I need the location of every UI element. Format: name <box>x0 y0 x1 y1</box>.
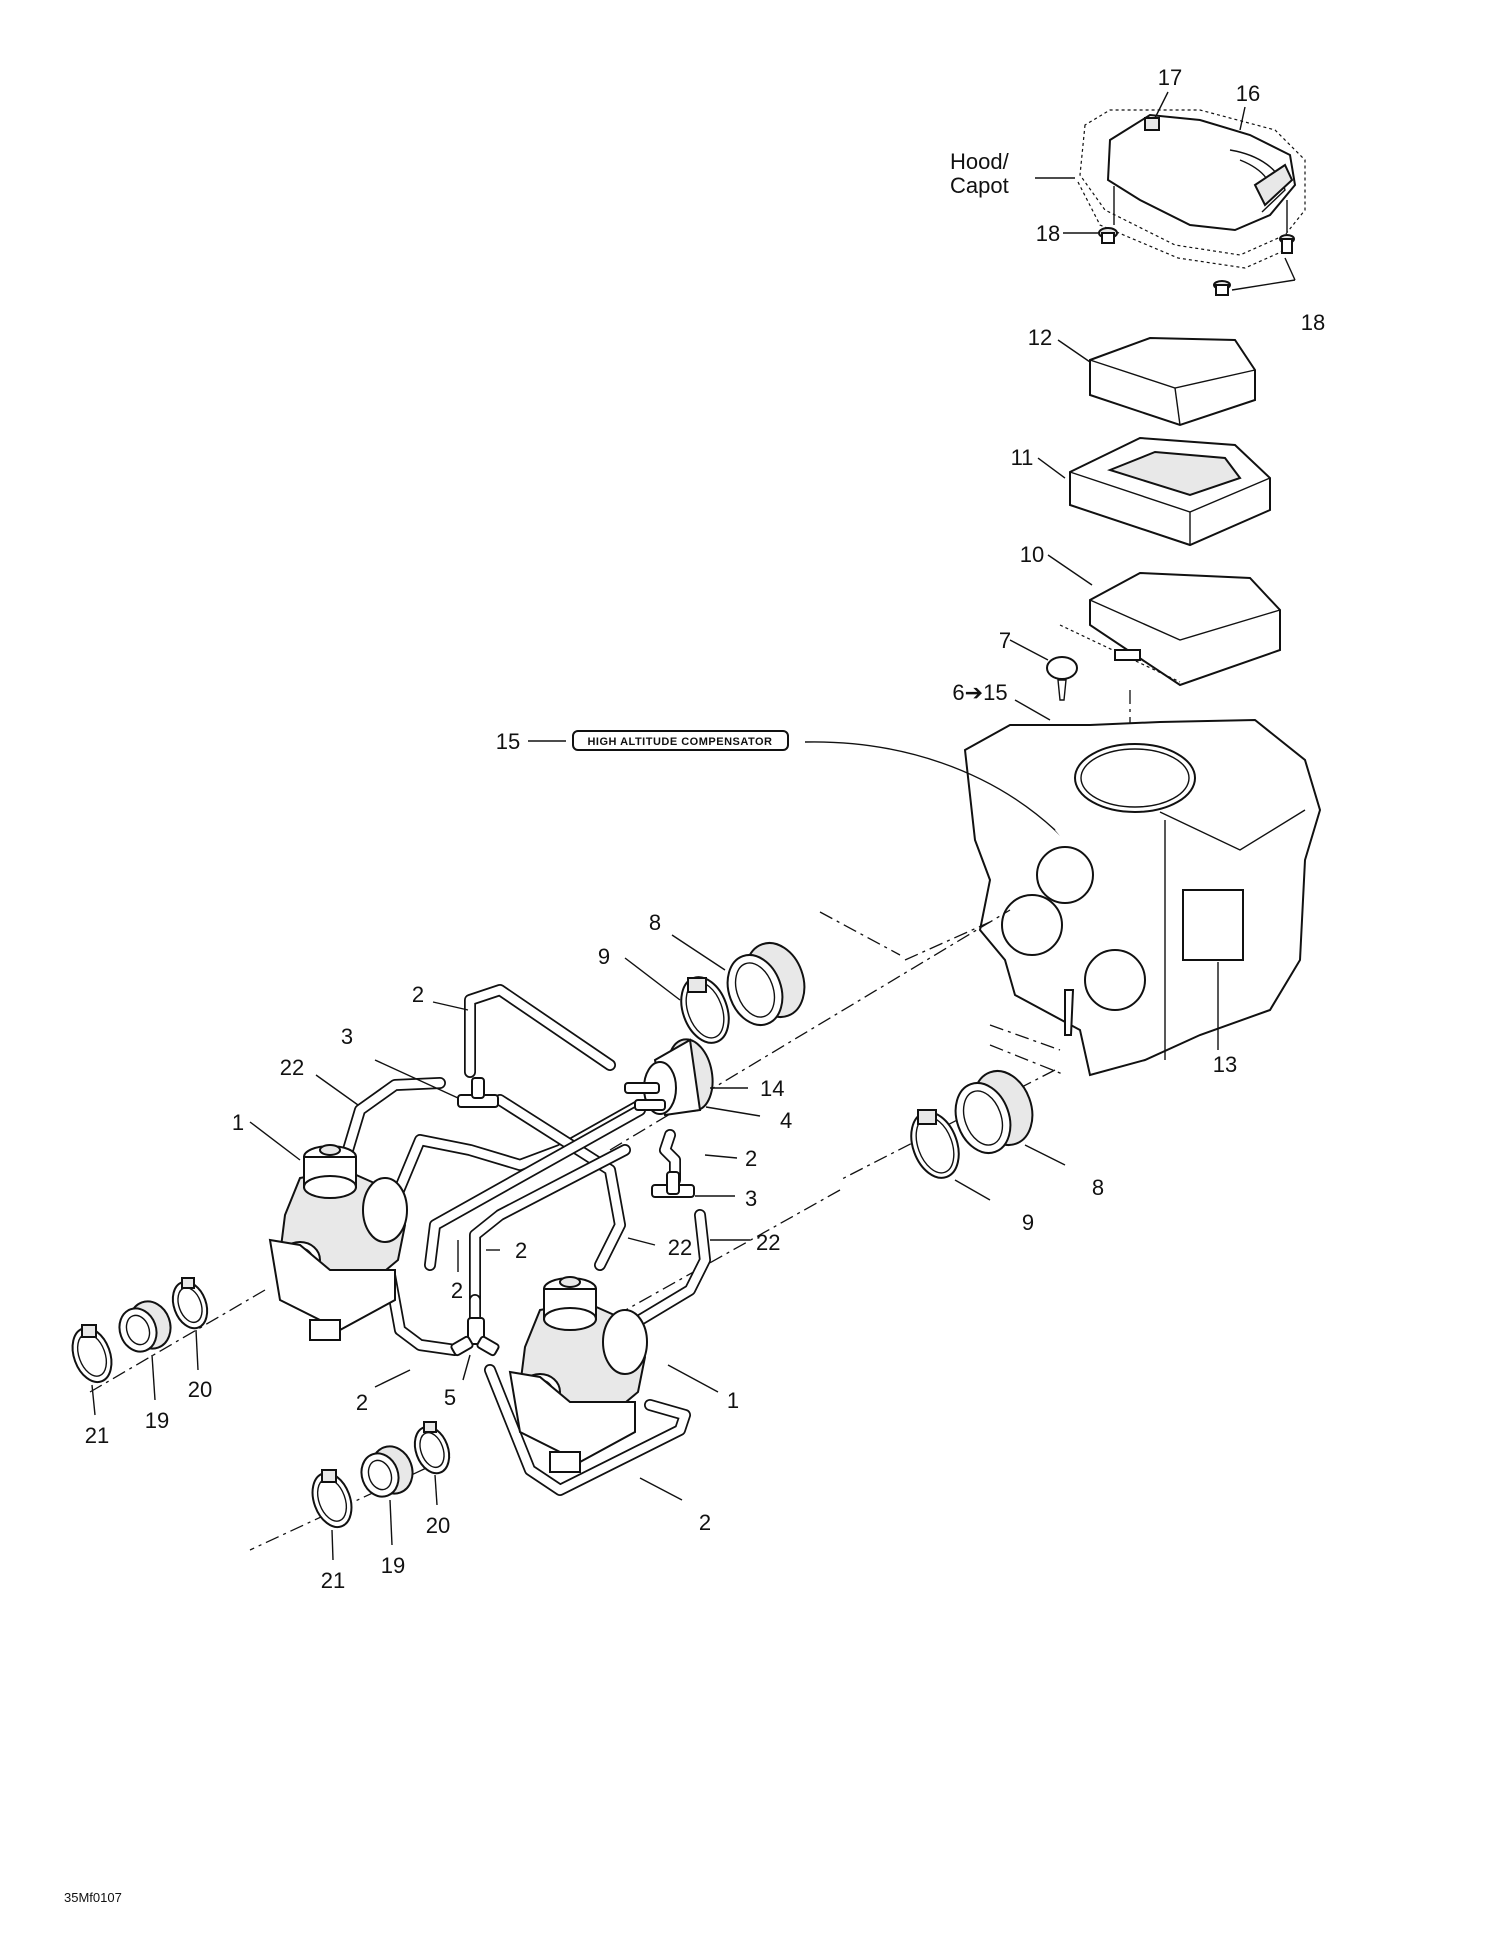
push-rivet-part <box>1046 656 1078 701</box>
callout-7: 7 <box>999 628 1011 653</box>
callout-18-right: 18 <box>1301 310 1325 335</box>
callout-1-lower: 1 <box>727 1388 739 1413</box>
callout-14: 14 <box>760 1076 784 1101</box>
clamp-21-upper <box>71 1324 113 1384</box>
callout-2-bottom: 2 <box>699 1510 711 1535</box>
silencer-cover-part <box>1106 113 1297 232</box>
callout-2-vertical: 2 <box>451 1278 463 1303</box>
clamp-20-lower <box>413 1421 451 1475</box>
socket-19-lower <box>360 1445 414 1498</box>
callout-19-upper: 19 <box>145 1408 169 1433</box>
callout-16: 16 <box>1236 81 1260 106</box>
high-altitude-decal: HIGH ALTITUDE COMPENSATOR <box>572 730 1060 836</box>
callout-11: 11 <box>1011 445 1034 470</box>
callout-6-15: 6➔15 <box>952 680 1007 705</box>
screw-part <box>1213 280 1231 296</box>
callout-21-upper: 21 <box>85 1423 109 1448</box>
screw-part <box>1098 227 1118 244</box>
callout-3-lower: 3 <box>745 1186 757 1211</box>
callout-9-lower: 9 <box>1022 1210 1034 1235</box>
leader-lines <box>91 91 1296 1561</box>
callout-8-upper: 8 <box>649 910 661 935</box>
callout-2-lower-left: 2 <box>356 1390 368 1415</box>
hoses <box>339 984 711 1496</box>
callout-4: 4 <box>780 1108 792 1133</box>
filter-stack <box>1046 336 1281 770</box>
decal-part <box>1182 889 1244 961</box>
callout-17: 17 <box>1158 65 1182 90</box>
carburetor-lower <box>508 1276 648 1473</box>
callout-10: 10 <box>1020 542 1044 567</box>
callout-3-upper: 3 <box>341 1024 353 1049</box>
callout-labels: 17 16 Hood/ Capot 18 18 12 11 10 7 6➔15 … <box>85 65 1325 1593</box>
y-fitting <box>450 1317 500 1357</box>
tee-fitting-upper <box>457 1077 499 1108</box>
callout-1-upper: 1 <box>232 1110 244 1135</box>
hood-label-line1: Hood/ <box>950 149 1010 174</box>
hood-assembly <box>1077 109 1306 296</box>
callout-19-lower: 19 <box>381 1553 405 1578</box>
clamp-upper <box>680 976 730 1044</box>
callout-9-upper: 9 <box>598 944 610 969</box>
callout-20-lower: 20 <box>426 1513 450 1538</box>
baffle-plate-part <box>1059 571 1281 687</box>
callout-20-upper: 20 <box>188 1377 212 1402</box>
carburetor-upper <box>268 1144 408 1341</box>
intake-adaptor-upper <box>726 942 806 1026</box>
callout-21-lower: 21 <box>321 1568 345 1593</box>
intake-adaptor-lower <box>954 1070 1034 1154</box>
figure-code: 35Mf0107 <box>64 1890 122 1905</box>
decal-text: HIGH ALTITUDE COMPENSATOR <box>587 736 772 748</box>
callout-22-right: 22 <box>756 1230 780 1255</box>
callout-12: 12 <box>1028 325 1052 350</box>
clamp-lower <box>910 1109 960 1179</box>
foam-filter-part <box>1089 336 1256 427</box>
callout-2-top: 2 <box>412 982 424 1007</box>
clamp-20-upper <box>171 1277 209 1330</box>
callout-15: 15 <box>496 729 520 754</box>
socket-19-upper <box>118 1300 172 1353</box>
callout-2-mid: 2 <box>515 1238 527 1263</box>
altitude-compensator <box>624 1038 714 1117</box>
tee-fitting-lower <box>651 1171 695 1198</box>
screw-part <box>1279 234 1295 254</box>
hood-label-line2: Capot <box>950 173 1009 198</box>
plug-part <box>1144 117 1160 131</box>
callout-2-right: 2 <box>745 1146 757 1171</box>
filter-frame-part <box>1069 436 1271 547</box>
air-silencer-body <box>963 718 1322 1077</box>
callout-22-mid: 22 <box>668 1235 692 1260</box>
callout-5: 5 <box>444 1385 456 1410</box>
callout-18-left: 18 <box>1036 221 1060 246</box>
callout-22-left: 22 <box>280 1055 304 1080</box>
callout-8-lower: 8 <box>1092 1175 1104 1200</box>
callout-13: 13 <box>1213 1052 1237 1077</box>
clamp-21-lower <box>311 1469 353 1529</box>
